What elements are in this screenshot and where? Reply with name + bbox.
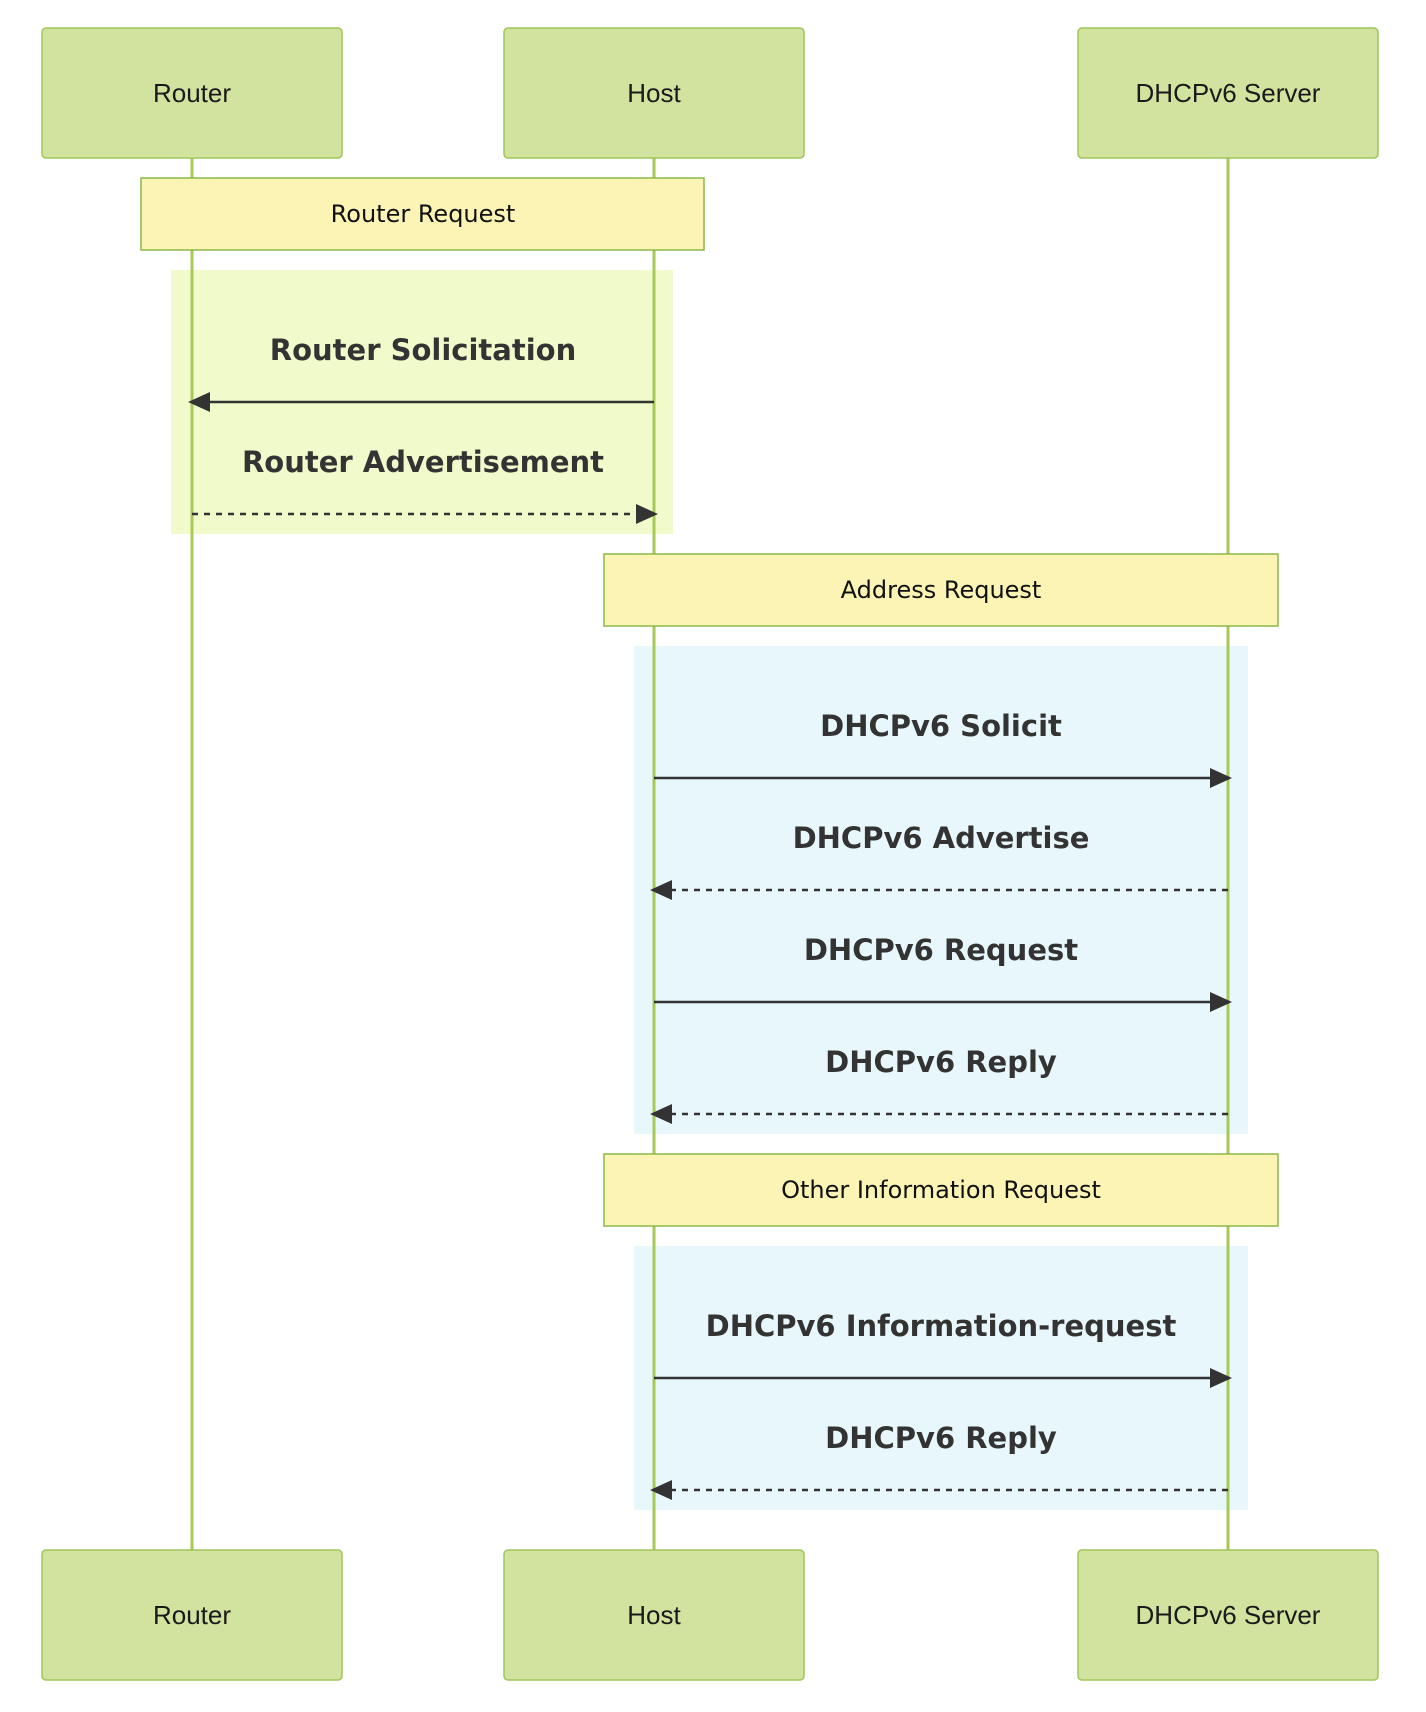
message-label: DHCPv6 Solicit: [820, 709, 1062, 743]
note-other-information-request-label: Other Information Request: [781, 1176, 1101, 1204]
actor-dhcp-server-top: DHCPv6 Server: [1077, 27, 1379, 159]
note-router-request: Router Request: [140, 177, 705, 251]
message-dhcpv6-information-request: DHCPv6 Information-request: [654, 1309, 1232, 1388]
message-router-solicitation: Router Solicitation: [188, 333, 654, 412]
message-label: DHCPv6 Advertise: [793, 821, 1090, 855]
message-dhcpv6-reply: DHCPv6 Reply: [650, 1045, 1228, 1124]
message-label: Router Solicitation: [270, 333, 576, 367]
actor-router-label: Router: [153, 78, 231, 108]
address-request-group-background: [634, 646, 1248, 1134]
note-address-request-label: Address Request: [841, 576, 1042, 604]
arrow-head-right: [636, 504, 658, 524]
note-other-information-request: Other Information Request: [603, 1153, 1279, 1227]
message-label: DHCPv6 Request: [804, 933, 1078, 967]
actor-router-top: Router: [41, 27, 343, 159]
actor-host-top: Host: [503, 27, 805, 159]
message-dhcpv6-reply-2: DHCPv6 Reply: [650, 1421, 1228, 1500]
actor-router-label: Router: [153, 1600, 231, 1630]
actor-dhcp-server-label: DHCPv6 Server: [1136, 78, 1321, 108]
message-label: Router Advertisement: [242, 445, 604, 479]
arrow-head-left: [650, 880, 672, 900]
arrow-head-left: [650, 1104, 672, 1124]
note-address-request: Address Request: [603, 553, 1279, 627]
actor-host-label: Host: [627, 78, 681, 108]
message-label: DHCPv6 Information-request: [706, 1309, 1177, 1343]
arrow-head-right: [1210, 1368, 1232, 1388]
actor-host-bottom: Host: [503, 1549, 805, 1681]
note-router-request-label: Router Request: [331, 200, 516, 228]
message-dhcpv6-request: DHCPv6 Request: [654, 933, 1232, 1012]
arrow-head-right: [1210, 992, 1232, 1012]
message-dhcpv6-solicit: DHCPv6 Solicit: [654, 709, 1232, 788]
message-label: DHCPv6 Reply: [825, 1421, 1057, 1455]
actor-host-label: Host: [627, 1600, 681, 1630]
message-label: DHCPv6 Reply: [825, 1045, 1057, 1079]
arrow-head-left: [650, 1480, 672, 1500]
message-dhcpv6-advertise: DHCPv6 Advertise: [650, 821, 1228, 900]
actor-dhcp-server-bottom: DHCPv6 Server: [1077, 1549, 1379, 1681]
arrow-head-right: [1210, 768, 1232, 788]
actor-router-bottom: Router: [41, 1549, 343, 1681]
message-router-advertisement: Router Advertisement: [192, 445, 658, 524]
actor-dhcp-server-label: DHCPv6 Server: [1136, 1600, 1321, 1630]
arrow-head-left: [188, 392, 210, 412]
